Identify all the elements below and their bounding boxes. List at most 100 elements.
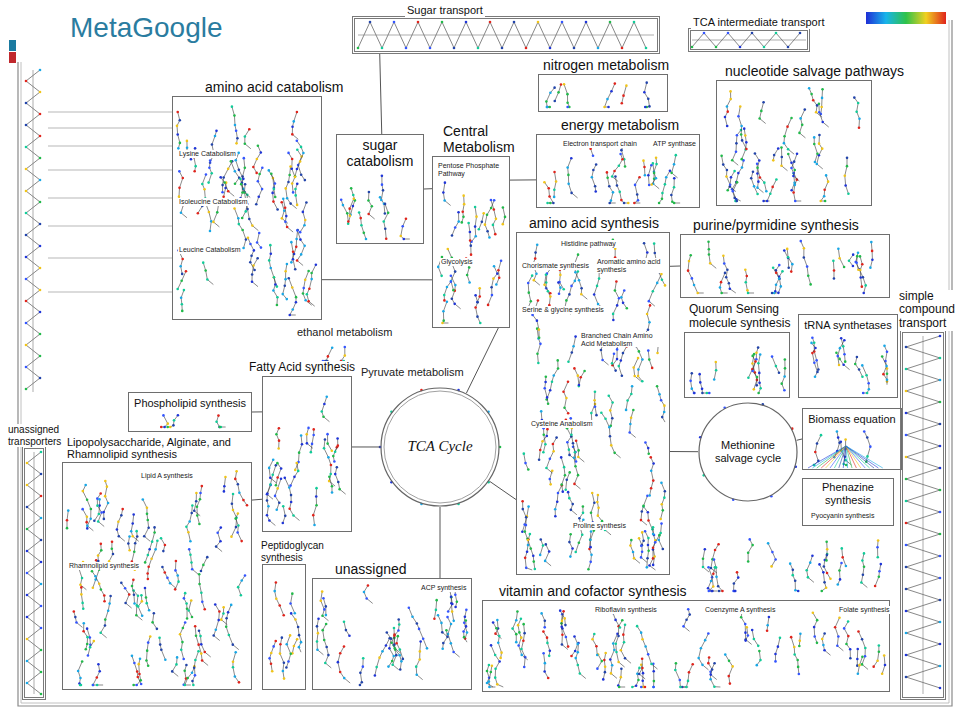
metabolite-dot <box>823 188 826 191</box>
metabolite-dot <box>182 627 185 630</box>
metabolite-dot <box>232 666 235 669</box>
metabolite-dot <box>784 358 787 361</box>
reaction-line <box>101 596 111 633</box>
metabolite-dot <box>644 530 647 533</box>
metabolite-dot <box>237 524 240 527</box>
metabolite-dot <box>612 319 615 322</box>
metabolite-dot <box>719 286 722 289</box>
metabolite-dot <box>655 156 658 159</box>
metabolite-dot <box>591 176 594 179</box>
metabolite-dot <box>79 677 82 680</box>
metabolite-dot <box>813 341 816 344</box>
metabolite-dot <box>577 449 580 452</box>
pathway-sketches <box>25 21 942 696</box>
reaction-line <box>117 509 123 536</box>
metabolite-dot <box>481 221 484 224</box>
reaction-line <box>621 290 626 308</box>
reaction-line <box>189 601 192 617</box>
metabolite-dot <box>124 602 127 605</box>
reaction-line <box>855 357 862 377</box>
metabolite-dot <box>275 464 278 467</box>
metabolite-dot <box>580 293 583 296</box>
metabolite-dot <box>324 438 327 441</box>
metabolite-dot <box>189 553 192 556</box>
metabolite-dot <box>134 542 137 545</box>
metabolite-dot <box>190 512 193 515</box>
metabolite-dot <box>753 388 756 391</box>
metabolite-dot <box>239 178 242 181</box>
metabolite-dot <box>199 635 202 638</box>
reaction-line <box>74 611 77 622</box>
metabolite-dot <box>284 187 287 190</box>
metabolite-dot <box>147 566 150 569</box>
metabolite-dot <box>881 355 884 358</box>
reaction-line <box>755 153 766 191</box>
metabolite-dot <box>545 435 548 438</box>
metabolite-dot <box>614 289 617 292</box>
metabolite-dot <box>198 583 201 586</box>
metabolite-dot <box>574 451 577 454</box>
metabolite-dot <box>249 261 252 264</box>
metabolite-dot <box>194 659 197 662</box>
metabolite-dot <box>673 163 676 166</box>
metabolite-dot <box>185 525 188 528</box>
metabolite-dot <box>620 296 623 299</box>
metabolite-dot <box>572 345 575 348</box>
metabolite-dot <box>200 570 203 573</box>
metabolite-dot <box>293 645 296 648</box>
reaction-line <box>644 305 650 335</box>
metabolite-dot <box>490 199 493 202</box>
reaction-line <box>588 532 591 570</box>
metabolite-dot <box>611 401 614 404</box>
metabolite-dot <box>291 125 294 128</box>
metabolite-dot <box>650 487 653 490</box>
metabolite-dot <box>504 216 507 219</box>
metabolite-dot <box>201 485 204 488</box>
metabolite-dot <box>220 618 223 621</box>
metabolite-dot <box>574 451 577 454</box>
metabolite-dot <box>237 483 240 486</box>
reaction-line <box>241 158 245 198</box>
metabolite-dot <box>443 299 446 302</box>
metabolite-dot <box>191 616 194 619</box>
metabolite-dot <box>303 224 306 227</box>
metabolite-dot <box>838 364 841 367</box>
metabolite-dot <box>641 510 644 513</box>
metabolite-dot <box>883 345 886 348</box>
metabolite-dot <box>568 448 571 451</box>
metabolite-dot <box>833 277 836 280</box>
metabolite-dot <box>791 263 794 266</box>
metabolite-dot <box>231 105 234 108</box>
metabolite-dot <box>296 111 299 114</box>
metabolite-dot <box>815 359 818 362</box>
metabolite-dot <box>736 134 739 137</box>
metabolite-dot <box>646 251 649 254</box>
metabolite-dot <box>280 201 283 204</box>
reaction-line <box>368 192 371 214</box>
metabolite-dot <box>556 359 559 362</box>
metabolite-dot <box>613 452 616 455</box>
metabolite-dot <box>382 189 385 192</box>
metabolite-dot <box>146 572 149 575</box>
metabolite-dot <box>755 358 758 361</box>
metabolite-dot <box>643 91 646 94</box>
metabolite-dot <box>92 586 95 589</box>
reaction-line <box>98 544 101 561</box>
metabolite-dot <box>641 358 644 361</box>
metabolite-dot <box>568 293 571 296</box>
metabolite-dot <box>542 451 545 454</box>
metabolite-dot <box>552 450 555 453</box>
metabolite-dot <box>141 498 144 501</box>
reaction-line <box>748 348 758 378</box>
metabolite-dot <box>638 176 641 179</box>
metabolite-dot <box>278 501 281 504</box>
metabolite-dot <box>251 273 254 276</box>
reaction-line <box>546 88 554 107</box>
metabolite-dot <box>352 194 355 197</box>
metabolite-dot <box>492 277 495 280</box>
metabolite-dot <box>293 476 296 479</box>
metabolite-dot <box>116 528 119 531</box>
metabolite-dot <box>107 609 110 612</box>
metabolite-dot <box>401 225 404 228</box>
reaction-line <box>231 161 239 183</box>
